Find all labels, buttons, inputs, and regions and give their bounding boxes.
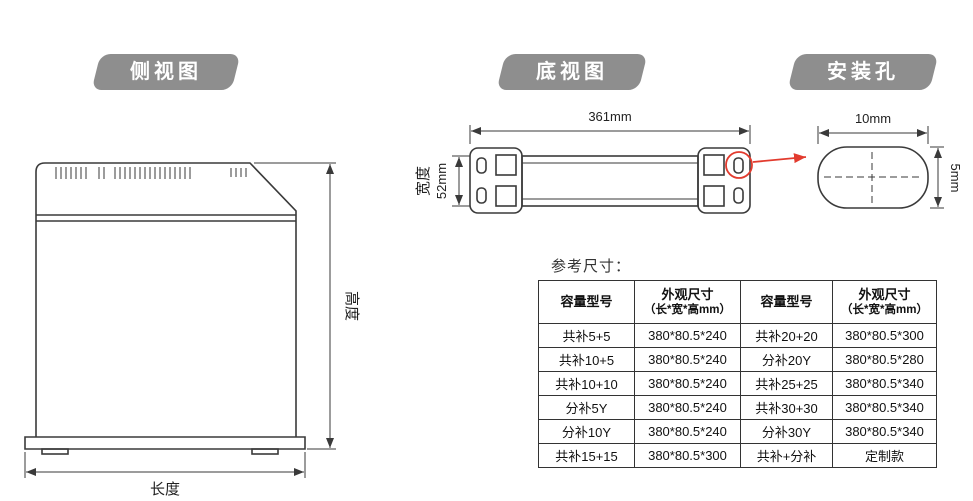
vent-slots-group-3 [114,167,191,179]
slot-height-value: 5mm [948,164,963,193]
cell-size: 380*80.5*240 [634,419,741,444]
col-header-model-2: 容量型号 [740,280,833,324]
col-header-size-2-main: 外观尺寸 [858,286,911,302]
right-terminal-top [703,154,725,176]
table-row: 共补10+10 380*80.5*240 共补25+25 380*80.5*34… [538,371,937,396]
cell-size: 380*80.5*340 [832,371,937,396]
table-row: 共补10+5 380*80.5*240 分补20Y 380*80.5*280 [538,347,937,372]
slot-width-value: 10mm [855,111,891,126]
side-view-drawing: 高度 长度 [24,162,360,498]
cell-model: 共补30+30 [740,395,833,420]
overall-length-dimension: 361mm [469,109,751,144]
body-width-label: 宽度 [415,166,432,196]
cell-size: 定制款 [832,443,937,468]
right-mount-slot-bottom [733,187,744,204]
cell-model: 共补10+10 [538,371,635,396]
left-terminal-bottom [495,185,517,207]
table-row: 分补10Y 380*80.5*240 分补30Y 380*80.5*340 [538,419,937,444]
cabinet-outline [35,162,297,437]
cell-model: 共补25+25 [740,371,833,396]
cell-size: 380*80.5*240 [634,371,741,396]
cell-model: 分补10Y [538,419,635,444]
cell-size: 380*80.5*240 [634,323,741,348]
enclosure-body [521,155,699,207]
slot-width-dimension: 10mm [817,111,929,144]
col-header-size-1: 外观尺寸 （长*宽*高mm） [634,280,741,324]
vent-slots-group-1 [55,167,87,179]
slot-height-dimension: 5mm [930,146,963,209]
left-mount-slot-top [476,157,487,174]
height-dimension: 高度 [254,162,360,450]
vent-slots-group-2 [98,167,105,179]
cell-model: 分补20Y [740,347,833,372]
cell-model: 分补5Y [538,395,635,420]
right-terminal-bottom [703,185,725,207]
length-dimension-label: 长度 [150,481,180,498]
cell-model: 共补15+15 [538,443,635,468]
cell-model: 共补5+5 [538,323,635,348]
cell-size: 380*80.5*300 [634,443,741,468]
cell-model: 共补+分补 [740,443,833,468]
body-width-dimension: 52mm 宽度 [415,155,470,207]
length-dimension: 长度 [24,452,306,498]
detail-arrow-icon [752,153,807,164]
height-dimension-label: 高度 [343,291,360,321]
cell-model: 共补20+20 [740,323,833,348]
reference-size-title: 参考尺寸： [551,258,632,275]
cell-size: 380*80.5*300 [832,323,937,348]
col-header-size-2-sub: （长*宽*高mm） [841,303,928,316]
table-row: 共补15+15 380*80.5*300 共补+分补 定制款 [538,443,937,468]
vent-slots-group-4 [230,168,247,177]
table-row: 共补5+5 380*80.5*240 共补20+20 380*80.5*300 [538,323,937,348]
col-header-size-1-sub: （长*宽*高mm） [644,303,731,316]
mounting-slot-shape [817,146,929,209]
cell-model: 分补30Y [740,419,833,444]
bottom-view-drawing: 361mm 52mm 宽度 [415,109,807,214]
col-header-size-2: 外观尺寸 （长*宽*高mm） [832,280,937,324]
table-row: 分补5Y 380*80.5*240 共补30+30 380*80.5*340 [538,395,937,420]
cell-size: 380*80.5*340 [832,419,937,444]
base-foot-left [41,448,69,455]
cell-size: 380*80.5*240 [634,347,741,372]
overall-length-value: 361mm [588,109,631,124]
cell-size: 380*80.5*240 [634,395,741,420]
right-mount-slot-top [733,157,744,174]
cell-model: 共补10+5 [538,347,635,372]
enclosure-body-seams [522,162,698,200]
reference-size-table: 容量型号 外观尺寸 （长*宽*高mm） 容量型号 外观尺寸 （长*宽*高mm） … [538,280,937,468]
left-terminal-top [495,154,517,176]
col-header-model-1: 容量型号 [538,280,635,324]
base-flange [24,436,306,450]
table-header-row: 容量型号 外观尺寸 （长*宽*高mm） 容量型号 外观尺寸 （长*宽*高mm） [538,280,937,324]
left-mount-slot-bottom [476,187,487,204]
body-width-value: 52mm [434,163,449,199]
highlight-circle [725,151,753,179]
mounting-hole-drawing: 10mm 5mm [817,111,963,209]
base-foot-right [251,448,279,455]
col-header-size-1-main: 外观尺寸 [661,286,714,302]
cell-size: 380*80.5*340 [832,395,937,420]
cell-size: 380*80.5*280 [832,347,937,372]
